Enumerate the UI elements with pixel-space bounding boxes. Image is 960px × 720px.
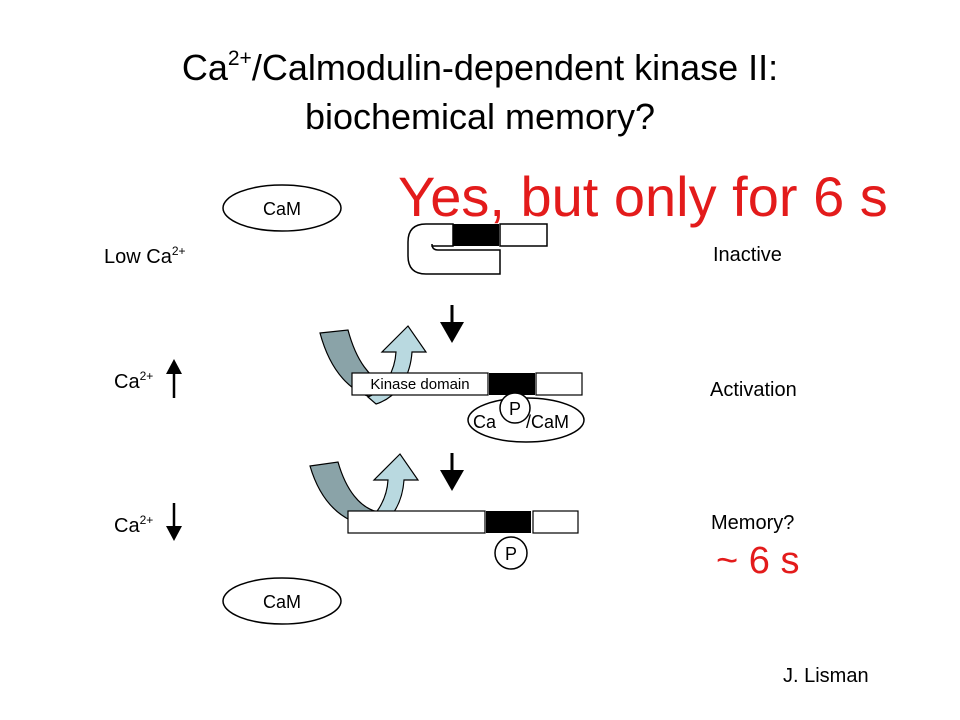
headline: Yes, but only for 6 s	[398, 165, 888, 228]
svg-text:P: P	[505, 544, 517, 564]
svg-text:CaM: CaM	[263, 199, 301, 219]
cam-top: CaM	[222, 184, 342, 232]
transition-arrow-1	[440, 305, 464, 343]
memory-kinase: P	[347, 510, 579, 570]
cam-bottom: CaM	[222, 577, 342, 625]
black-block-mid	[489, 373, 535, 395]
svg-text:CaM: CaM	[263, 592, 301, 612]
white-block-mid	[535, 372, 583, 396]
ca-down-arrow	[166, 503, 182, 541]
svg-text:Ca: Ca	[473, 412, 497, 432]
inactive-kinase	[407, 223, 548, 275]
white-block-bottom	[532, 510, 579, 534]
ca-down-label: Ca2+	[114, 513, 154, 537]
memory-duration: ~ 6 s	[716, 540, 800, 582]
transition-arrow-2	[440, 453, 464, 491]
slide-title-line2: biochemical memory?	[304, 96, 656, 137]
ca-up-arrow	[166, 359, 182, 398]
svg-text:Kinase domain: Kinase domain	[370, 376, 469, 393]
inactive-label: Inactive	[713, 244, 782, 266]
ca-up-label: Ca2+	[114, 369, 154, 393]
kinase-domain-box	[351, 372, 489, 396]
svg-text:/CaM: /CaM	[526, 412, 569, 432]
activation-label: Activation	[710, 379, 797, 401]
regulatory-block	[499, 223, 548, 247]
active-kinase: Kinase domain Ca /CaM P	[351, 372, 585, 443]
author-credit: J. Lisman	[783, 665, 869, 687]
svg-text:P: P	[509, 399, 521, 419]
folded-kinase-domain	[407, 223, 501, 275]
slide-title-line1: Ca2+/Calmodulin-dependent kinase II:	[181, 47, 779, 88]
autoinhibitory-block	[453, 224, 499, 246]
memory-label: Memory?	[711, 512, 795, 534]
phospho-mid	[499, 392, 531, 424]
black-block-bottom	[486, 511, 531, 533]
phospho-bottom	[494, 536, 528, 570]
kinase-box-bottom	[347, 510, 486, 534]
low-ca-label: Low Ca2+	[104, 244, 186, 268]
